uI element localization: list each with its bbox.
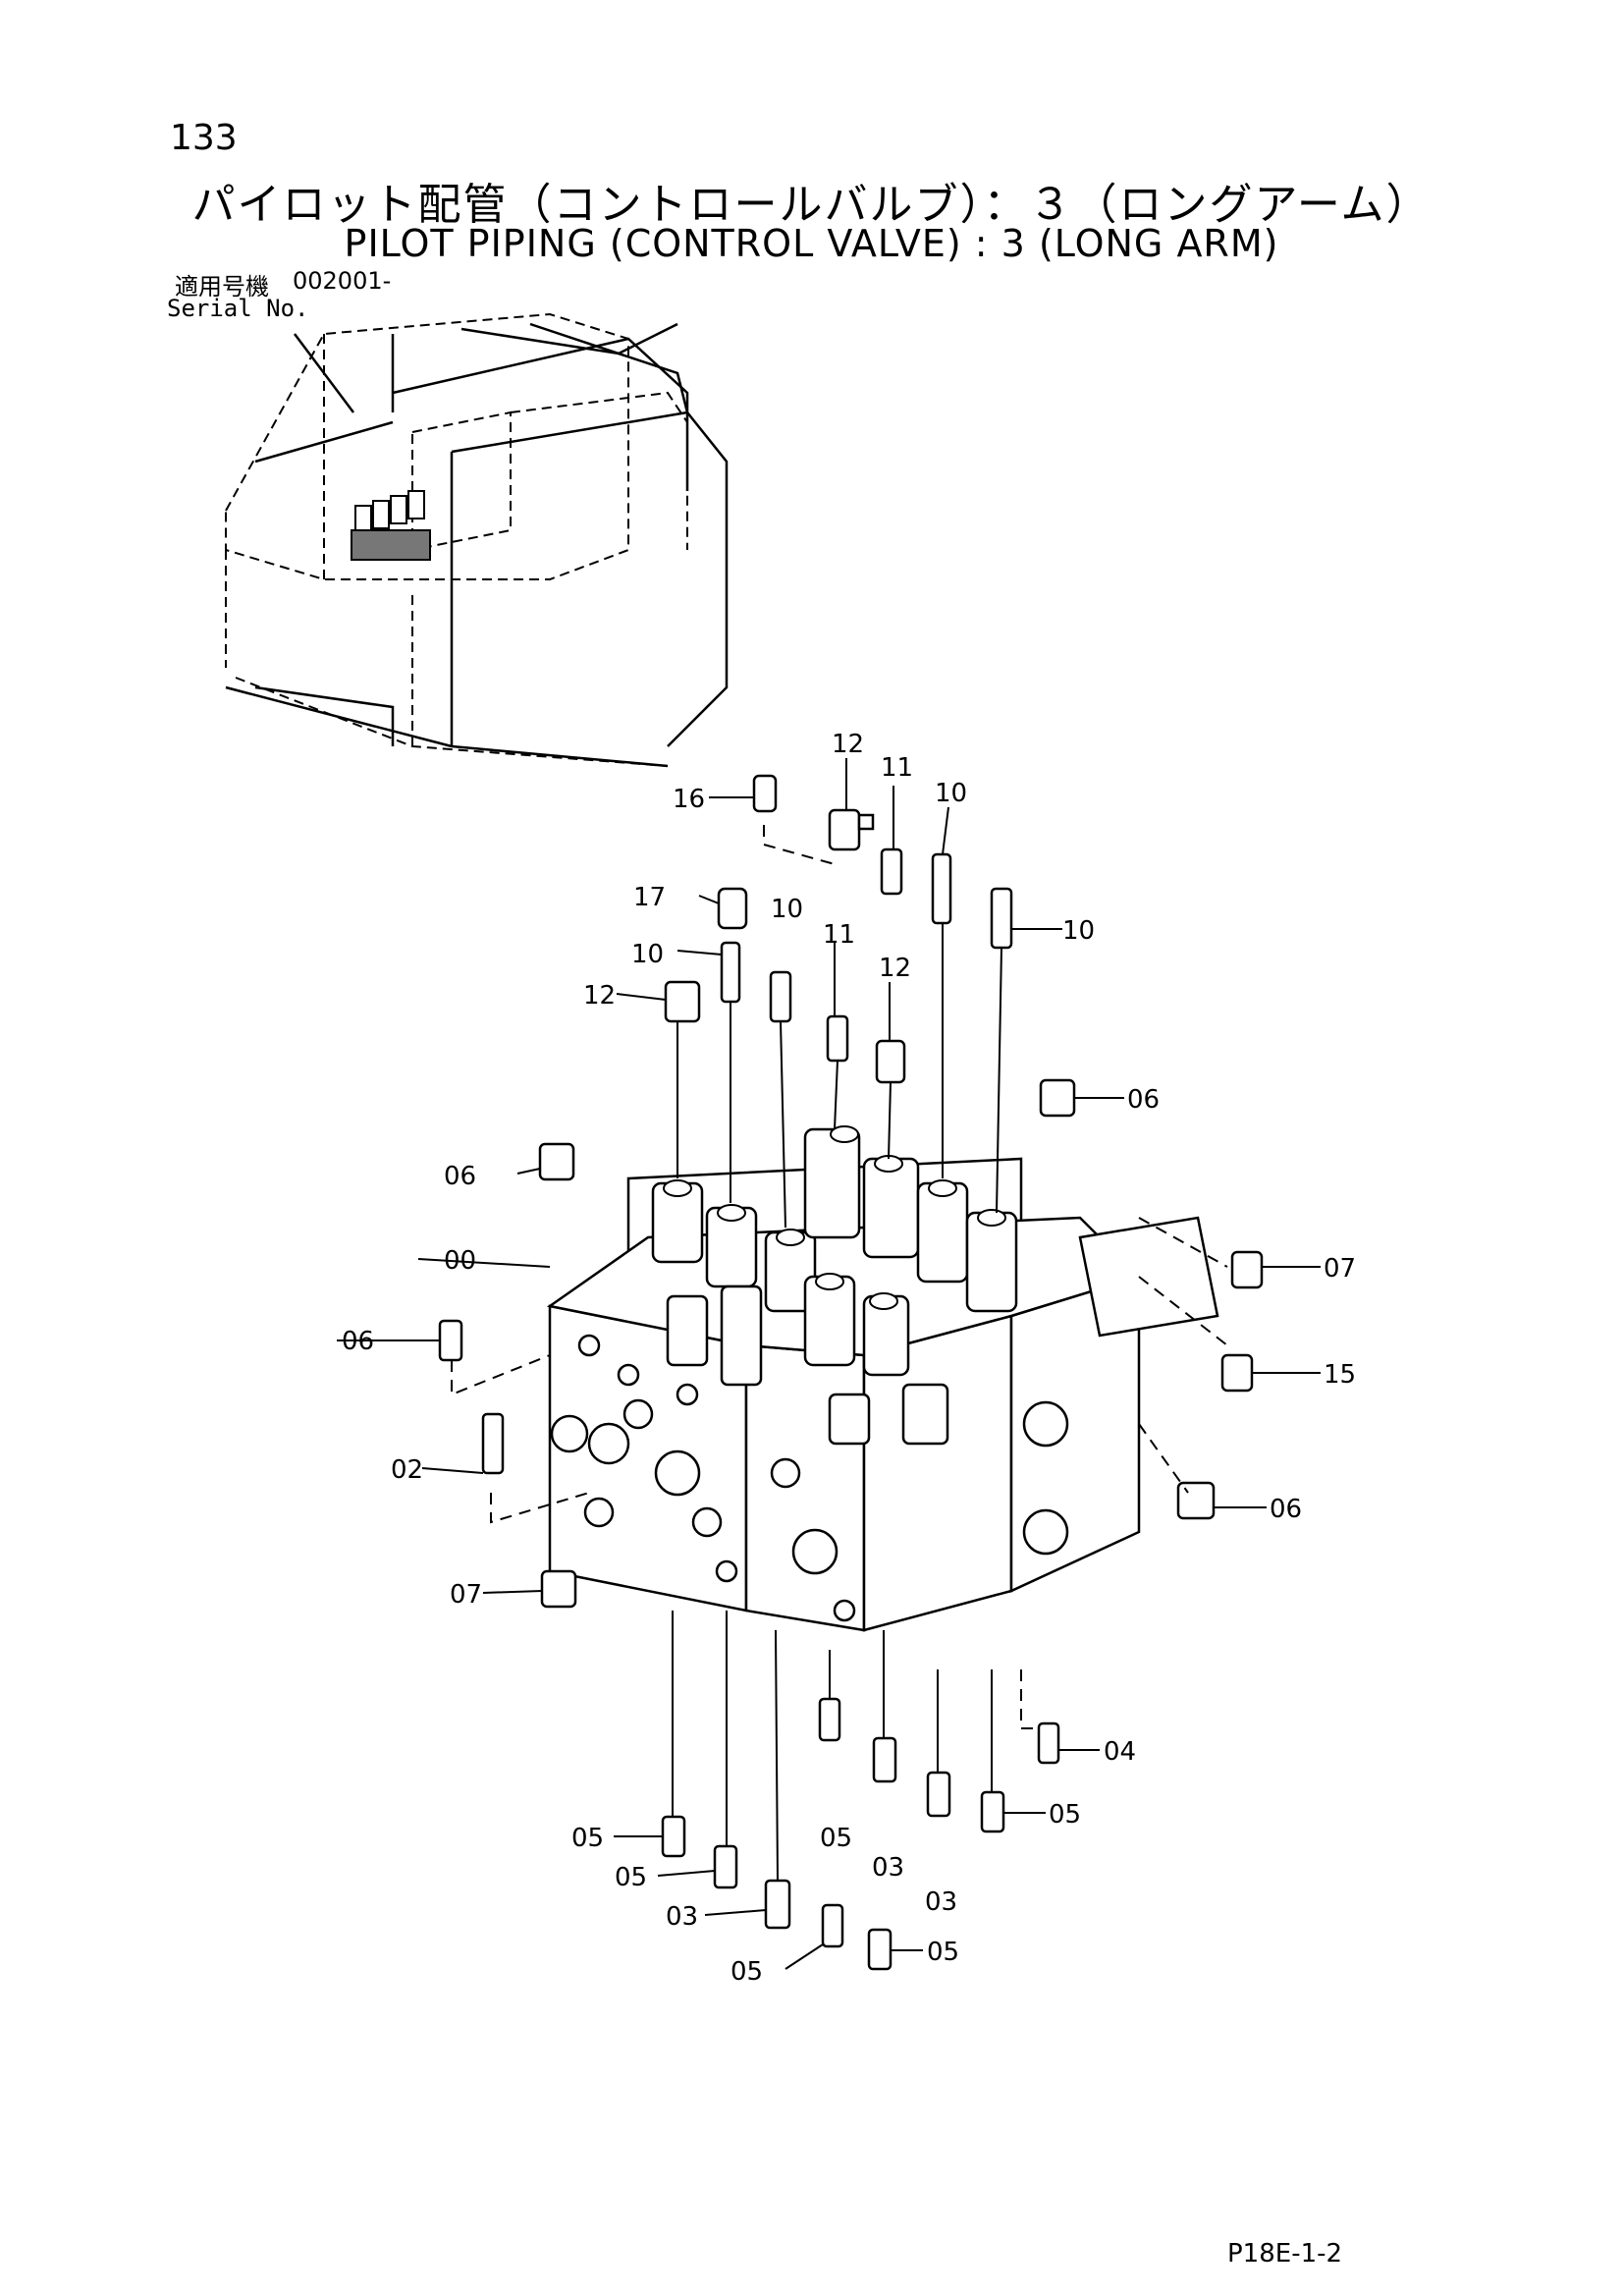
dashed-guide-lines: [451, 825, 1228, 1729]
callout-03-lower-left: 03: [666, 1902, 698, 1932]
callout-11-top: 11: [881, 753, 913, 783]
serial-number-value: 002001-: [293, 267, 392, 295]
callout-05-left: 05: [571, 1824, 604, 1853]
serial-label-japanese: 適用号機: [175, 273, 269, 301]
callout-11-mid: 11: [823, 920, 855, 950]
title-english: PILOT PIPING (CONTROL VALVE) : 3 (LONG A…: [344, 222, 1279, 265]
callout-10-mid: 10: [771, 895, 803, 924]
callout-00: 00: [444, 1246, 476, 1276]
callout-07-right: 07: [1324, 1254, 1356, 1284]
title-japanese: パイロット配管（コントロールバルブ）：３（ロングアーム）: [191, 180, 1432, 230]
callout-12-mid: 12: [879, 954, 911, 983]
callout-05-lower-left: 05: [615, 1863, 647, 1892]
machine-overview-solid: [225, 322, 729, 768]
serial-label-english: Serial No.: [167, 295, 309, 322]
callout-03-right: 03: [925, 1887, 957, 1917]
callout-06-upper-left: 06: [444, 1162, 476, 1191]
callout-10-top: 10: [935, 779, 967, 808]
callout-03-center: 03: [872, 1853, 904, 1883]
valve-ports: [550, 1334, 1069, 1622]
callout-16: 16: [673, 785, 705, 814]
callout-05-right: 05: [1049, 1800, 1081, 1830]
callout-06-upper-right: 06: [1127, 1085, 1160, 1115]
callout-02: 02: [391, 1455, 423, 1485]
callout-05-bottom: 05: [730, 1957, 763, 1987]
callout-05-bottom-right: 05: [927, 1938, 959, 1967]
leader-lines: [337, 758, 1321, 1970]
callout-06-left: 06: [342, 1327, 374, 1356]
callout-12-top: 12: [832, 730, 864, 759]
callout-labels: 16 12 11 10 17 10 11 10 10 12 12 06 06 0…: [342, 730, 1356, 1987]
spool-cap-holes: [663, 1125, 1006, 1310]
machine-overview-sketch: [225, 312, 688, 767]
callout-06-right-lower: 06: [1270, 1495, 1302, 1524]
callout-10-right: 10: [1062, 916, 1095, 946]
callout-04: 04: [1104, 1737, 1136, 1767]
callout-05-center: 05: [820, 1824, 852, 1853]
callout-15: 15: [1324, 1360, 1356, 1390]
page-number: 133: [170, 118, 238, 158]
footer-page-code: P18E-1-2: [1227, 2239, 1343, 2269]
callout-17: 17: [633, 883, 666, 912]
spool-caps: [651, 1127, 1018, 1446]
callout-12-left: 12: [583, 981, 616, 1011]
callout-10-upper-left: 10: [631, 940, 664, 969]
valve-location-icon: [351, 490, 431, 561]
callout-07-lower-left: 07: [450, 1580, 482, 1610]
